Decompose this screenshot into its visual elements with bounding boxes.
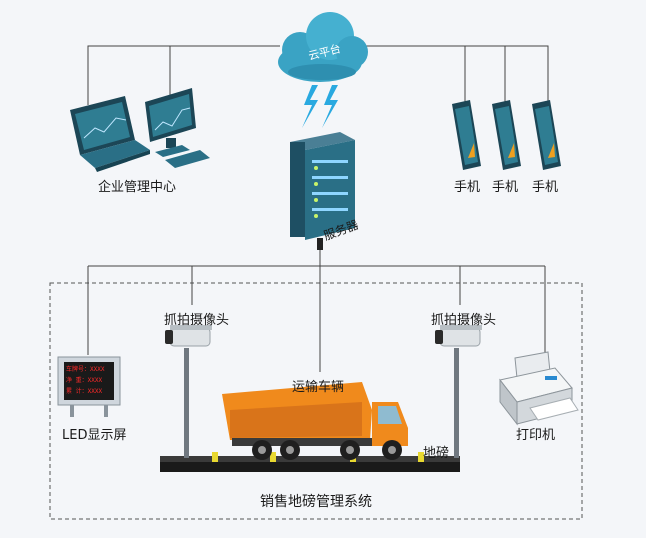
led-row: 车牌号：XXXX [66,364,114,375]
led-row: 净 重：XXXX [66,375,114,386]
camera-label: 抓拍摄像头 [431,313,497,328]
led-row: 累 计：XXXX [66,386,114,397]
weighbridge-label: 地磅 [423,446,450,461]
led-row-value: XXXX [87,388,103,395]
phone-icon [532,100,561,170]
server-icon [290,132,355,250]
system-title: 销售地磅管理系统 [260,494,372,510]
phone-label: 手机 [454,180,481,195]
truck-label: 运输车辆 [292,380,345,395]
phone-label: 手机 [532,180,559,195]
camera-icon [165,325,212,458]
led-row-key: 净 重： [66,377,88,384]
connection-lines [87,45,549,372]
printer-label: 打印机 [516,428,556,443]
desktop-icon [145,88,210,168]
lightning-icon [302,85,338,128]
printer-icon [499,351,579,426]
cloud-icon [278,12,368,82]
led-screen-text: 车牌号：XXXX 净 重：XXXX 累 计：XXXX [66,364,114,397]
system-boundary [49,282,583,520]
camera-label: 抓拍摄像头 [164,313,230,328]
dump-truck-icon [222,382,408,460]
led-display-label: LED显示屏 [62,428,127,443]
led-row-key: 车牌号： [66,366,91,373]
enterprise-center-label: 企业管理中心 [98,180,177,195]
led-row-value: XXXX [90,366,105,373]
led-row-value: XXXX [87,377,103,384]
phone-label: 手机 [492,180,519,195]
laptop-icon [70,96,150,172]
weighbridge-icon [160,452,460,472]
led-display-icon [57,356,121,417]
phone-icon [452,100,481,170]
camera-icon [435,325,482,458]
phone-icon [492,100,521,170]
led-row-key: 累 计： [66,388,88,395]
